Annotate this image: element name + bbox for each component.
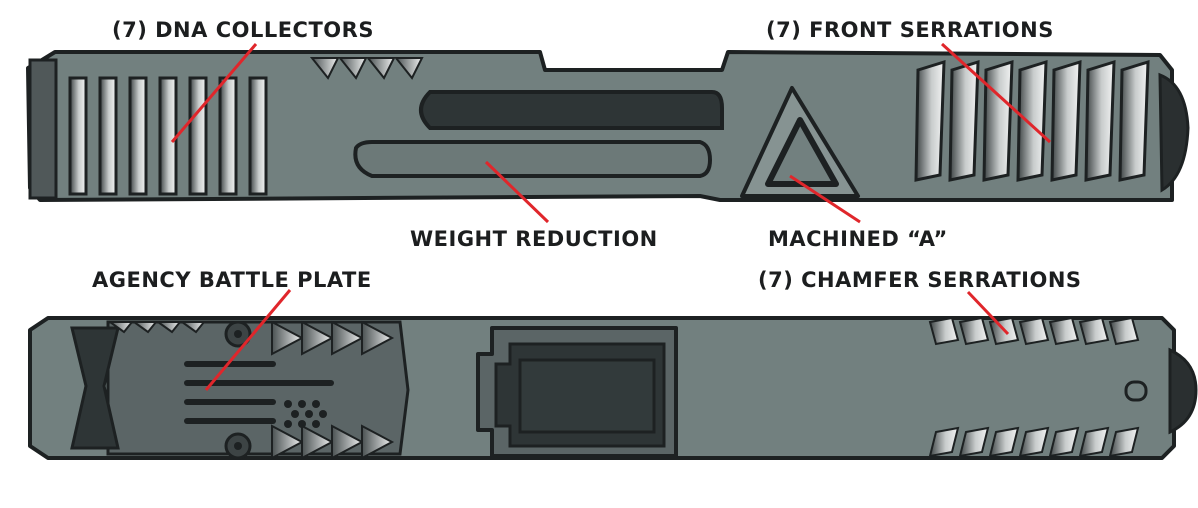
dna-collector-groove xyxy=(188,76,208,196)
battle-plate-screws xyxy=(224,320,252,460)
leader-front-serrations xyxy=(940,42,1052,144)
leader-dna-collectors xyxy=(170,43,258,143)
dna-collector-groove xyxy=(248,76,268,196)
label-weight-reduction: WEIGHT REDUCTION xyxy=(410,227,658,251)
muzzle-cap xyxy=(1158,72,1190,193)
battle-plate-dots xyxy=(284,400,327,428)
dna-collectors xyxy=(68,76,268,196)
weight-reduction-cut xyxy=(353,140,713,178)
front-sight-slot xyxy=(1124,380,1148,402)
battle-plate-slots xyxy=(184,361,334,424)
battle-plate-arrows xyxy=(271,320,395,460)
label-machined-a: MACHINED “A” xyxy=(768,227,948,251)
leader-lines xyxy=(170,42,1052,391)
muzzle-cap-top xyxy=(1168,347,1198,435)
label-agency-battle-plate: AGENCY BATTLE PLATE xyxy=(92,268,372,292)
label-chamfer-serrations: (7) CHAMFER SERRATIONS xyxy=(758,268,1082,292)
chamfer-serrations-lower xyxy=(928,426,1140,458)
leader-chamfer-serrations xyxy=(966,290,1010,336)
dna-collector-groove xyxy=(98,76,118,196)
dna-collector-groove xyxy=(158,76,178,196)
leader-machined-a xyxy=(789,174,861,224)
front-serrations xyxy=(914,59,1150,182)
dna-collector-groove xyxy=(218,76,238,196)
rear-top-serrations xyxy=(106,321,207,334)
barrel-hood xyxy=(518,358,656,434)
dna-collector-groove xyxy=(68,76,88,196)
rear-plate xyxy=(28,58,58,200)
leader-battle-plate xyxy=(204,289,292,391)
chamfer-serrations-upper xyxy=(928,316,1140,346)
side-view-slide xyxy=(26,50,1190,202)
dna-collector-groove xyxy=(128,76,148,196)
top-view-slide xyxy=(28,316,1198,460)
leader-weight-reduction xyxy=(484,160,550,224)
ejection-port xyxy=(419,90,724,130)
top-triangle-serrations xyxy=(309,57,424,80)
label-dna-collectors: (7) DNA COLLECTORS xyxy=(112,18,374,42)
label-front-serrations: (7) FRONT SERRATIONS xyxy=(766,18,1054,42)
